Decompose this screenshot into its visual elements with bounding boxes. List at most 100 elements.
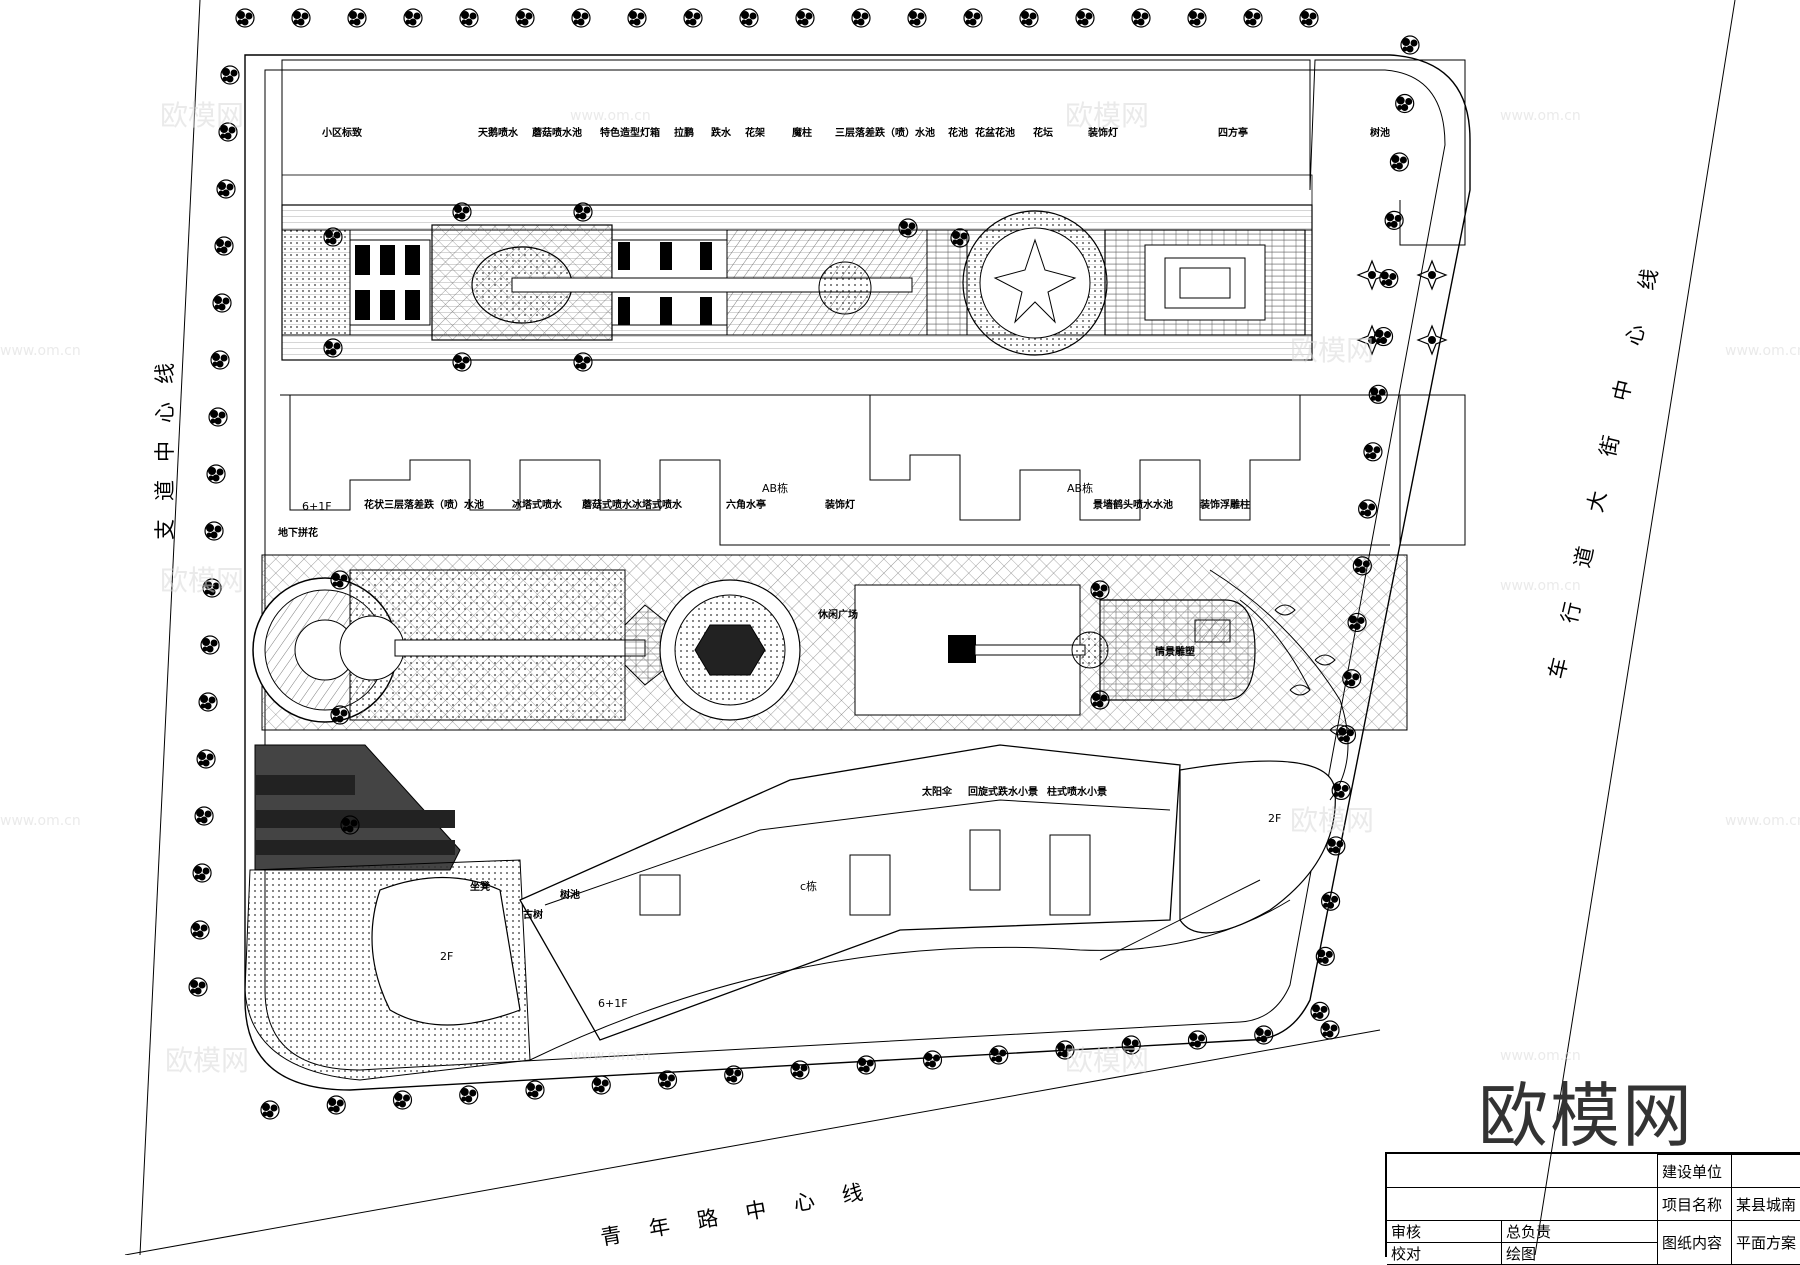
tb-review: 审核 <box>1387 1221 1501 1242</box>
boundary-tree <box>1321 1021 1339 1039</box>
label-swan: 天鹅喷水 <box>478 126 519 139</box>
boundary-tree <box>236 9 254 27</box>
label-tree-pool-top: 树池 <box>1370 126 1390 139</box>
boundary-tree <box>261 1101 279 1119</box>
tb-project-name: 项目名称 <box>1658 1188 1732 1221</box>
boundary-tree <box>460 9 478 27</box>
label-flower-bed: 花坛 <box>1033 126 1053 139</box>
label-mushroom-fountain: 蘑菇式喷水 <box>582 498 633 511</box>
boundary-tree <box>796 9 814 27</box>
label-lapeng: 拉鹏 <box>674 126 694 139</box>
tb-draw: 绘图 <box>1501 1243 1626 1264</box>
boundary-tree <box>193 864 211 882</box>
boundary-tree <box>964 9 982 27</box>
watermark-url: www.om.cn <box>1725 343 1800 359</box>
boundary-tree <box>1380 270 1398 288</box>
label-pot-pool: 花盆花池 <box>975 126 1015 139</box>
watermark: 欧模网 <box>1290 334 1374 367</box>
boundary-tree <box>1364 443 1382 461</box>
boundary-tree <box>1401 36 1419 54</box>
bld-floors-2: 2F <box>440 950 453 963</box>
boundary-tree <box>460 1086 478 1104</box>
boundary-tree <box>1316 947 1334 965</box>
label-bench: 坐凳 <box>470 880 490 893</box>
boundary-tree <box>1385 211 1403 229</box>
label-underground: 地下拼花 <box>278 526 318 539</box>
watermark: 欧模网 <box>1065 1044 1149 1077</box>
boundary-tree <box>924 1051 942 1069</box>
boundary-tree <box>215 237 233 255</box>
road-left: 支道中心线 <box>153 345 177 540</box>
label-plaza: 休闲广场 <box>817 608 858 621</box>
boundary-tree <box>1396 95 1414 113</box>
boundary-tree <box>659 1071 677 1089</box>
boundary-tree <box>197 750 215 768</box>
boundary-tree <box>217 180 235 198</box>
label-umbrella: 太阳伞 <box>921 785 953 798</box>
boundary-tree <box>1244 9 1262 27</box>
road-labels: 支道中心线 青年路中心线 车行道大街中心线 <box>153 231 1670 1250</box>
label-crane-pool: 景墙鹤头喷水水池 <box>1093 498 1173 511</box>
boundary-tree <box>404 9 422 27</box>
boundary-tree <box>1189 1031 1207 1049</box>
boundary-tree <box>292 9 310 27</box>
boundary-tree <box>195 807 213 825</box>
bld-c: c栋 <box>800 879 817 893</box>
watermark-url: www.om.cn <box>1725 813 1800 829</box>
tb-general: 总负责 <box>1501 1221 1626 1242</box>
boundary-tree <box>1188 9 1206 27</box>
label-tree-pool: 树池 <box>560 888 580 901</box>
boundary-tree <box>1359 500 1377 518</box>
bld-ab-right: AB栋 <box>1067 481 1093 495</box>
label-lamp-mid: 装饰灯 <box>824 498 855 511</box>
boundary-tree <box>592 1076 610 1094</box>
label-cascade: 跌水 <box>711 126 732 139</box>
brand-logo: 欧模网 <box>1478 1060 1694 1161</box>
boundary-tree <box>908 9 926 27</box>
boundary-tree <box>684 9 702 27</box>
label-flower-cascade: 花状三层落差跌（喷）水池 <box>364 498 484 511</box>
road-right: 车行道大街中心线 <box>1544 231 1670 681</box>
title-block: 建设单位 项目名称 某县城南 审核 总负责 校对 绘图 图纸内容 平面方案 <box>1385 1152 1800 1257</box>
watermark-url: www.om.cn <box>570 1048 651 1064</box>
label-column-fountain: 柱式喷水小景 <box>1047 785 1107 798</box>
boundary-tree <box>213 294 231 312</box>
boundary-tree <box>1311 1002 1329 1020</box>
watermark-url: www.om.cn <box>570 108 651 124</box>
boundary-tree <box>1255 1026 1273 1044</box>
boundary-tree <box>791 1061 809 1079</box>
label-hex-pavilion: 六角水亭 <box>726 498 766 511</box>
label-old-tree: 古树 <box>523 908 543 921</box>
label-spiral: 回旋式跌水小景 <box>968 785 1038 798</box>
boundary-tree <box>1076 9 1094 27</box>
boundary-tree <box>209 408 227 426</box>
label-relief-column: 装饰浮雕柱 <box>1199 498 1250 511</box>
boundary-tree <box>516 9 534 27</box>
watermark: 欧模网 <box>160 99 244 132</box>
boundary-tree <box>857 1056 875 1074</box>
tb-check: 校对 <box>1387 1243 1501 1264</box>
tb-build-unit: 建设单位 <box>1658 1155 1732 1188</box>
label-pavilion: 四方亭 <box>1218 126 1248 139</box>
label-mushroom-pool: 蘑菇喷水池 <box>532 126 582 139</box>
boundary-tree <box>1132 9 1150 27</box>
boundary-tree <box>199 693 217 711</box>
bld-floors-1: 6+1F <box>302 500 332 513</box>
boundary-tree <box>348 9 366 27</box>
boundary-tree <box>572 9 590 27</box>
bld-floors-3: 2F <box>1268 812 1281 825</box>
boundary-tree <box>327 1096 345 1114</box>
boundary-tree <box>1375 328 1393 346</box>
watermark: 欧模网 <box>165 1044 249 1077</box>
boundary-tree <box>205 522 223 540</box>
boundary-tree <box>1327 837 1345 855</box>
boundary-tree <box>221 66 239 84</box>
boundary-tree <box>1369 385 1387 403</box>
boundary-tree <box>201 636 219 654</box>
road-bottom: 青年路中心线 <box>599 1175 893 1250</box>
tb-project-value: 某县城南 <box>1732 1188 1800 1221</box>
boundary-tree <box>207 465 225 483</box>
boundary-tree <box>1332 781 1350 799</box>
boundary-tree <box>189 978 207 996</box>
boundary-tree <box>990 1046 1008 1064</box>
